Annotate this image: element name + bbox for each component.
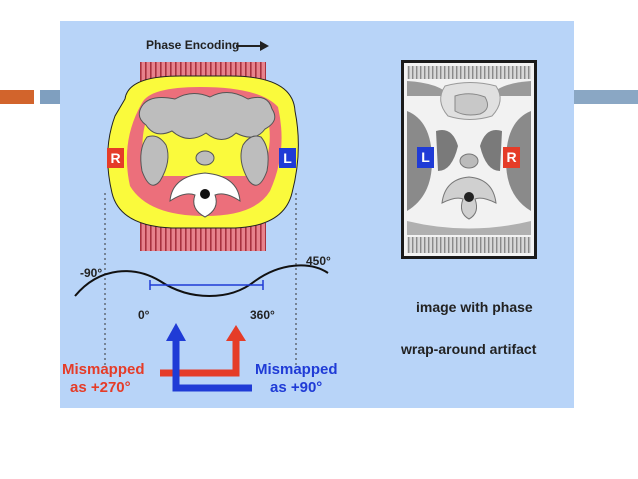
decorative-bar-blue-left <box>40 90 60 104</box>
marker-box-l-left <box>279 148 296 168</box>
mismapped-blue-line2: as +90° <box>270 379 323 396</box>
phase-encoding-arrow-icon <box>236 41 269 51</box>
organ-left <box>140 135 169 186</box>
caption-line1: image with phase <box>416 299 533 315</box>
red-mismap-arrow-icon <box>160 325 246 377</box>
marker-l-right: L <box>421 149 430 165</box>
blue-mismap-arrow-icon <box>166 323 252 392</box>
spinal-cord <box>200 189 210 199</box>
marker-box-l-right <box>417 147 434 168</box>
marker-r-left: R <box>110 150 121 166</box>
organ-right <box>240 135 269 186</box>
caption-line2: wrap-around artifact <box>401 341 537 357</box>
diagram-panel: Phase Encoding R L L R -90° 450° 0° 360°… <box>60 21 574 408</box>
decorative-bar-orange <box>0 90 34 104</box>
phase-encoding-label: Phase Encoding <box>146 38 240 52</box>
decorative-bar-blue-right <box>574 90 638 104</box>
angle-minus-90: -90° <box>80 266 103 280</box>
bowel <box>138 92 276 140</box>
marker-r-right: R <box>506 149 517 165</box>
mismapped-red-line1: Mismapped <box>62 361 145 378</box>
phase-sine-wave <box>74 264 329 297</box>
angle-0: 0° <box>138 308 150 322</box>
mismapped-red-line2: as +270° <box>70 379 131 396</box>
diagram-drawing <box>74 41 537 392</box>
angle-450: 450° <box>306 254 331 268</box>
marker-box-r-right <box>503 147 520 168</box>
mismapped-blue-line1: Mismapped <box>255 361 338 378</box>
marker-l-left: L <box>283 150 292 166</box>
marker-box-r-left <box>107 148 124 168</box>
angle-360: 360° <box>250 308 275 322</box>
body-cross-section-left <box>107 62 299 251</box>
aorta <box>195 150 215 166</box>
